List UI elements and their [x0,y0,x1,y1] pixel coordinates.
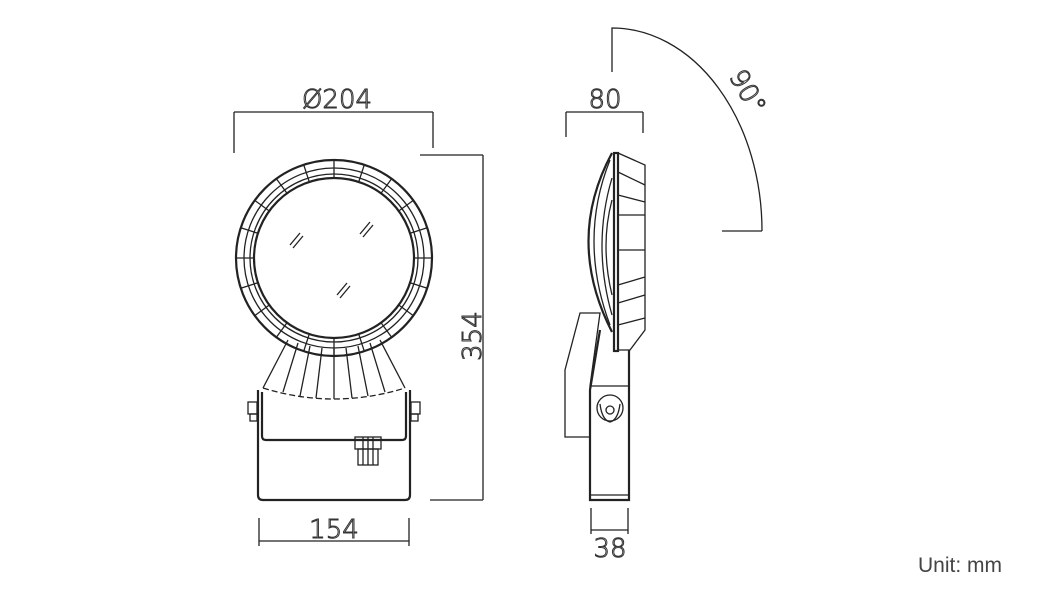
cable-gland [354,436,382,466]
diameter-label: Ø204 [302,85,372,115]
side-view: 80 90° 38 [564,27,772,565]
ring-fin [254,304,270,317]
lamp-head-front [234,158,434,358]
arm-width-dimension: 38 [590,508,629,565]
ring-fin [240,227,259,234]
height-dimension: 354 [420,154,489,501]
ring-fin [398,199,414,212]
tilt-angle-arc: 90° [611,27,772,232]
diameter-dimension: Ø204 [233,85,434,153]
bracket-width-label: 154 [309,515,359,545]
ring-fin [240,282,259,289]
ring-fin [303,333,310,352]
front-view: Ø204 354 154 [233,85,489,546]
ring-fin [380,178,393,194]
ring-fin [358,333,365,352]
ring-fin [254,199,270,212]
ring-fin [409,282,428,289]
ring-fin [275,322,288,338]
ring-fin [275,178,288,194]
unit-label: Unit: mm [918,554,1002,577]
neck-fan [262,339,406,400]
arm-width-label: 38 [593,534,626,564]
ring-fin [380,322,393,338]
depth-dimension: 80 [565,85,644,137]
ring-fin [398,304,414,317]
mounting-arm-side [564,312,631,502]
height-label: 354 [458,311,488,361]
bracket-width-dimension: 154 [258,515,410,546]
tilt-angle-label: 90° [722,65,771,120]
ring-fin [303,164,310,183]
depth-label: 80 [588,85,621,115]
lamp-head-side [587,151,646,353]
ring-fin [358,164,365,183]
mounting-bracket-front [247,390,421,502]
ring-fin [409,227,428,234]
